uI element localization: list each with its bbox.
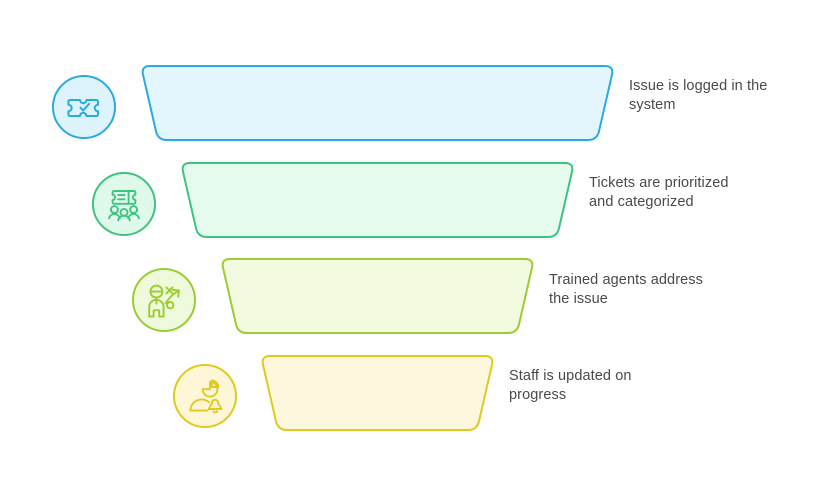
ticket-people-icon	[103, 183, 145, 225]
agent-strategy-icon	[143, 279, 185, 321]
stage-icon-badge[interactable]	[52, 75, 116, 139]
stage-label: Issue is logged in the system	[629, 78, 768, 113]
stage-label: Staff is updated on progress	[509, 368, 632, 403]
funnel-stage: Issue is logged in the system	[0, 0, 821, 141]
funnel-stage: Staff is updated on progress	[0, 0, 821, 431]
stage-icon-badge[interactable]	[92, 172, 156, 236]
funnel-stage: Trained agents address the issue	[0, 0, 821, 334]
funnel-band[interactable]	[135, 60, 620, 151]
funnel-band[interactable]	[215, 253, 540, 344]
report-notify-icon	[184, 375, 226, 417]
funnel-band[interactable]	[255, 350, 500, 441]
funnel-stage: Tickets are prioritized and categorized	[0, 0, 821, 238]
stage-icon-badge[interactable]	[173, 364, 237, 428]
stage-label: Trained agents address the issue	[549, 272, 704, 307]
funnel-band[interactable]	[175, 157, 580, 248]
stage-icon-badge[interactable]	[132, 268, 196, 332]
ticket-check-icon	[64, 87, 104, 127]
stage-label: Tickets are prioritized and categorized	[589, 175, 729, 210]
